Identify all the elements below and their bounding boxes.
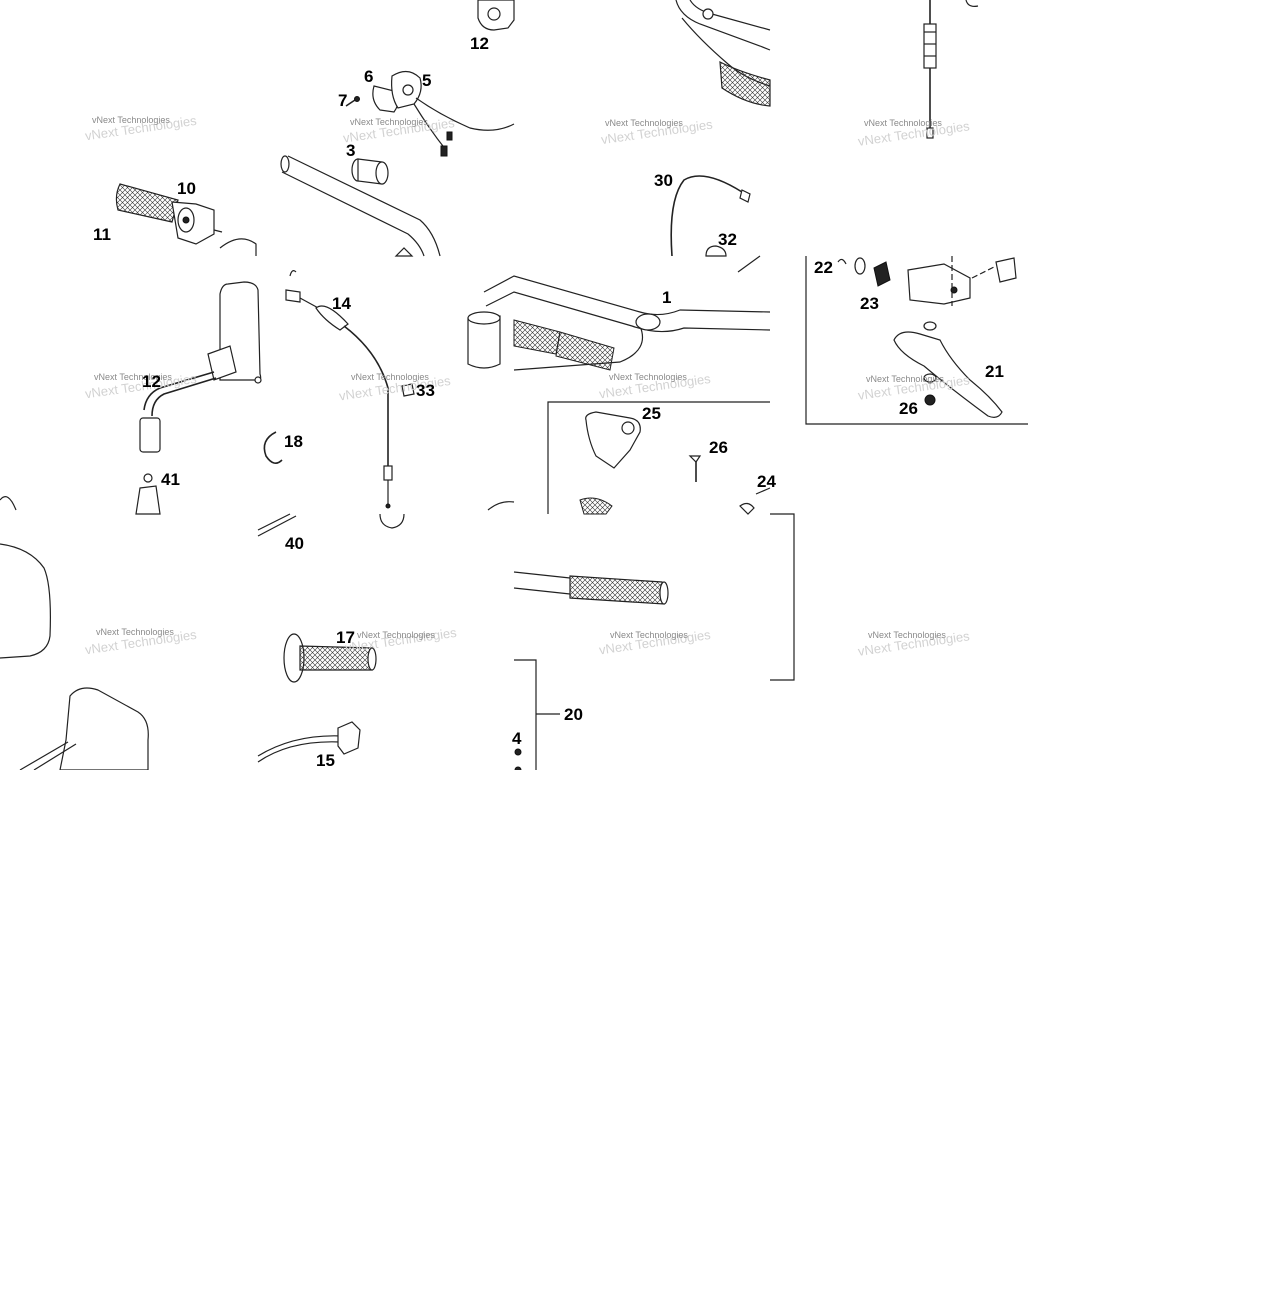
tile-bottom-middle: vNext Technologies vNext Technologies bbox=[513, 513, 795, 774]
mirror-glass-lower bbox=[19, 687, 149, 771]
callout-23: 23 bbox=[860, 294, 879, 313]
svg-text:vNext Technologies: vNext Technologies bbox=[609, 372, 687, 382]
svg-text:vNext Technologies: vNext Technologies bbox=[350, 117, 428, 127]
svg-text:vNext Technologies: vNext Technologies bbox=[605, 118, 683, 128]
part-10-11-throttle-grip bbox=[115, 183, 257, 256]
handlebar-right-end bbox=[675, 0, 771, 107]
callout-11: 11 bbox=[93, 225, 111, 244]
part-41-clamp bbox=[135, 473, 161, 515]
callout-3: 3 bbox=[346, 141, 355, 160]
svg-text:vNext Technologies: vNext Technologies bbox=[92, 115, 170, 125]
callout-12b: 12 bbox=[142, 372, 161, 391]
part-22-23-lever-bracket bbox=[837, 256, 1017, 306]
part-14-throttle-cable bbox=[285, 270, 393, 509]
svg-text:vNext Technologies: vNext Technologies bbox=[610, 630, 688, 640]
tile-bottom-right: vNext Technologies vNext Technologies bbox=[857, 628, 971, 659]
svg-text:vNext Technologies: vNext Technologies bbox=[868, 630, 946, 640]
part-5-6-switch-housing bbox=[372, 70, 515, 157]
callout-24b: 4 bbox=[512, 729, 522, 748]
tile-top-left: vNext Technologies vNext Technologies vN… bbox=[84, 0, 515, 257]
part-3-sleeve bbox=[351, 158, 389, 185]
tile-top-right: vNext Technologies vNext Technologies bbox=[857, 0, 979, 149]
callout-12a: 12 bbox=[470, 34, 489, 53]
callout-1: 1 bbox=[662, 288, 671, 307]
callout-30: 30 bbox=[654, 171, 673, 190]
part-20-bracket bbox=[514, 659, 560, 774]
cable-loop-bottom bbox=[379, 513, 405, 529]
mirror-edge-left bbox=[0, 496, 17, 511]
part-1-handlebar bbox=[467, 275, 771, 371]
part-12-clamp-top bbox=[477, 0, 515, 31]
svg-text:vNext Technologies: vNext Technologies bbox=[351, 372, 429, 382]
callout-24a: 24 bbox=[757, 472, 776, 491]
part-17-grip bbox=[283, 633, 377, 683]
callout-33: 33 bbox=[416, 381, 435, 400]
part-15-switch bbox=[257, 721, 361, 763]
svg-text:vNext Technologies: vNext Technologies bbox=[866, 374, 944, 384]
mirror-glass-upper bbox=[0, 543, 51, 659]
tile-center: vNext Technologies vNext Technologies bbox=[467, 275, 771, 515]
inset-frame-bottom bbox=[770, 513, 795, 681]
callout-20: 20 bbox=[564, 705, 583, 724]
handlebar-tube-left bbox=[280, 155, 441, 257]
part-33-nut bbox=[401, 383, 415, 397]
callout-32: 32 bbox=[718, 230, 737, 249]
callout-5: 5 bbox=[422, 71, 431, 90]
callout-26b: 26 bbox=[899, 399, 918, 418]
tile-top-middle: vNext Technologies vNext Technologies bbox=[600, 0, 771, 273]
callout-18: 18 bbox=[284, 432, 303, 451]
part-21-clutch-lever bbox=[893, 321, 1003, 418]
callout-22: 22 bbox=[814, 258, 833, 277]
callout-21: 21 bbox=[985, 362, 1004, 381]
callout-41: 41 bbox=[161, 470, 180, 489]
part-30-cable bbox=[670, 175, 751, 257]
part-32-fitting bbox=[705, 245, 761, 273]
callout-10: 10 bbox=[177, 179, 196, 198]
clutch-cable-top bbox=[923, 0, 979, 139]
svg-text:vNext Technologies: vNext Technologies bbox=[96, 627, 174, 637]
part-7-screw bbox=[345, 96, 360, 107]
svg-text:vNext Technologies: vNext Technologies bbox=[864, 118, 942, 128]
callout-labels: 12 6 5 7 3 10 11 30 32 22 23 14 1 12 33 … bbox=[93, 34, 1004, 770]
callout-14: 14 bbox=[332, 294, 351, 313]
inset-box-25 bbox=[547, 401, 771, 515]
callout-40: 40 bbox=[285, 534, 304, 553]
part-12-mirror-stem bbox=[139, 281, 262, 453]
tile-bottom-left: vNext Technologies vNext Technologies vN… bbox=[0, 513, 458, 771]
cable-end-center bbox=[487, 501, 515, 511]
svg-text:vNext Technologies: vNext Technologies bbox=[357, 630, 435, 640]
svg-text:vNext Technologies: vNext Technologies bbox=[94, 372, 172, 382]
callout-25: 25 bbox=[642, 404, 661, 423]
callout-15: 15 bbox=[316, 751, 335, 770]
callout-7: 7 bbox=[338, 91, 347, 110]
tile-middle-left: vNext Technologies vNext Technologies vN… bbox=[0, 270, 452, 515]
inset-frame-right bbox=[805, 256, 1028, 425]
tile-middle-right: vNext Technologies vNext Technologies bbox=[805, 256, 1028, 425]
part-18-ring bbox=[263, 431, 283, 464]
part-40-bar bbox=[257, 513, 297, 537]
callout-6: 6 bbox=[364, 67, 373, 86]
callout-26a: 26 bbox=[709, 438, 728, 457]
callout-17: 17 bbox=[336, 628, 355, 647]
handlebar-bottom bbox=[513, 571, 669, 605]
